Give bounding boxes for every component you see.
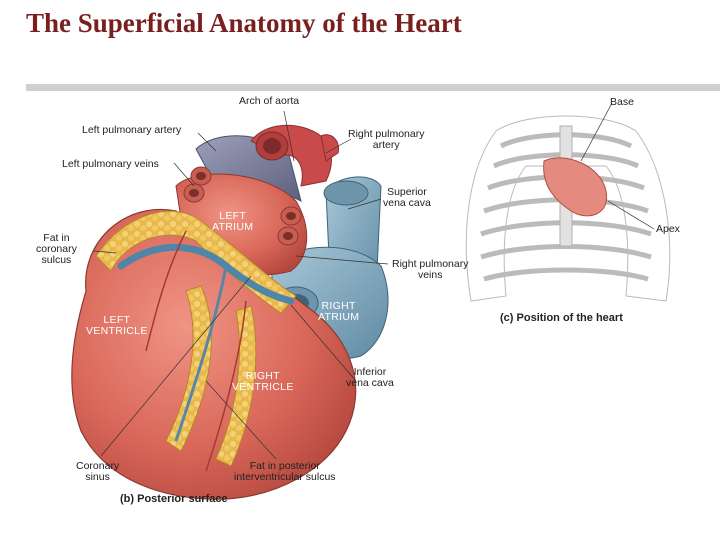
heart-illustration [26,91,720,511]
label-left-pulmonary-artery: Left pulmonary artery [82,125,181,136]
caption-text-c: Position of the heart [517,312,623,324]
title-divider [26,84,720,91]
caption-letter-b: (b) [120,493,134,505]
label-base: Base [610,97,634,108]
label-arch-of-aorta: Arch of aorta [239,96,299,107]
label-inferior-vena-cava: Inferior vena cava [346,367,394,389]
slide-title: The Superficial Anatomy of the Heart [26,8,462,39]
caption-posterior-surface: (b) Posterior surface [120,493,228,505]
caption-text-b: Posterior surface [137,493,227,505]
label-right-pulmonary-veins: Right pulmonary veins [392,259,468,281]
label-left-pulmonary-veins: Left pulmonary veins [62,159,159,170]
label-left-ventricle: LEFT VENTRICLE [86,315,148,337]
label-fat-in-coronary-sulcus: Fat in coronary sulcus [36,233,77,266]
rib-cage [466,116,669,301]
label-left-atrium: LEFT ATRIUM [212,211,253,233]
heart-figure: Arch of aorta Left pulmonary artery Left… [26,91,720,511]
label-apex: Apex [656,224,680,235]
label-right-pulmonary-artery: Right pulmonary artery [348,129,424,151]
caption-position-of-heart: (c) Position of the heart [500,312,623,324]
label-superior-vena-cava: Superior vena cava [383,187,431,209]
label-fat-in-posterior-interventricular-sulcus: Fat in posterior interventricular sulcus [234,461,336,483]
label-coronary-sinus: Coronary sinus [76,461,119,483]
caption-letter-c: (c) [500,312,513,324]
label-right-atrium: RIGHT ATRIUM [318,301,359,323]
label-right-ventricle: RIGHT VENTRICLE [232,371,294,393]
